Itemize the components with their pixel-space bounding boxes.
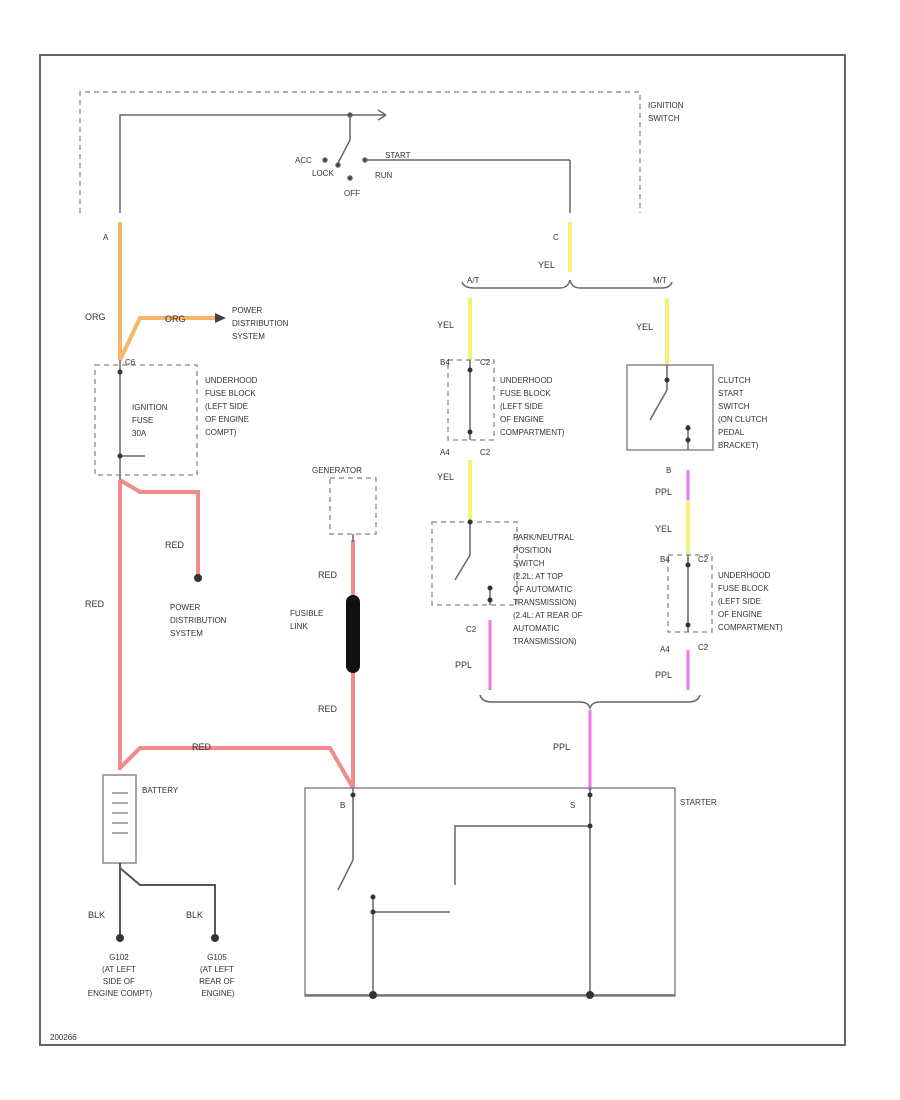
generator-label: GENERATOR — [312, 466, 362, 475]
clutch-switch-box — [626, 364, 714, 451]
ufb-right-label: UNDERHOOD FUSE BLOCK (LEFT SIDE OF ENGIN… — [718, 571, 783, 632]
ignition-fuse-label: IGNITION FUSE 30A — [132, 403, 170, 438]
mt-label: M/T — [653, 276, 667, 285]
sw-acc-label: ACC — [295, 156, 312, 165]
starter-b-label: B — [340, 801, 345, 810]
starter-ground-left — [369, 991, 377, 999]
ground-g102 — [116, 934, 124, 942]
pnp-switch-label: PARK/NEUTRAL POSITION SWITCH (2.2L: AT T… — [513, 533, 585, 646]
pds-mid-label: POWER DISTRIBUTION SYSTEM — [170, 603, 229, 638]
sw-start-label: START — [385, 151, 411, 160]
fuse-block-left — [94, 364, 198, 476]
red-label-4: RED — [318, 704, 338, 714]
fusible-link-label: FUSIBLE LINK — [290, 609, 326, 631]
ppl-label-4: PPL — [553, 742, 570, 752]
yel-label-5: YEL — [655, 524, 672, 534]
b4-right-label: B4 — [660, 555, 670, 564]
red-label-1: RED — [165, 540, 185, 550]
starter-internals — [305, 788, 675, 996]
red-wire — [118, 478, 355, 789]
starter-label: STARTER — [680, 798, 717, 807]
b4-left-label: B4 — [440, 358, 450, 367]
sw-run-label: RUN — [375, 171, 393, 180]
terminal-b-label: B — [666, 466, 671, 475]
fuse-block-right — [667, 554, 713, 633]
blk-label-1: BLK — [88, 910, 105, 920]
ppl-label-2: PPL — [655, 670, 672, 680]
org-label-1: ORG — [85, 312, 106, 322]
diagram-code: 200266 — [50, 1033, 77, 1042]
arrow-to-pds — [215, 313, 226, 323]
at-label: A/T — [467, 276, 480, 285]
merge-brace — [479, 694, 701, 711]
c2-right-label-1: C2 — [698, 555, 709, 564]
ignition-switch — [119, 109, 571, 213]
yel-label-3: YEL — [636, 322, 653, 332]
ground-g105 — [211, 934, 219, 942]
pnp-switch-box — [431, 521, 518, 606]
battery — [102, 774, 137, 864]
blk-label-2: BLK — [186, 910, 203, 920]
generator-box — [329, 477, 377, 535]
ignition-switch-box — [79, 91, 641, 213]
ppl-label-3: PPL — [455, 660, 472, 670]
red-label-5: RED — [192, 742, 212, 752]
org-label-2: ORG — [165, 314, 186, 324]
sw-off-label: OFF — [344, 189, 360, 198]
branch-brace — [461, 279, 673, 289]
starter-ground-right — [586, 991, 594, 999]
red-label-2: RED — [85, 599, 105, 609]
battery-label: BATTERY — [142, 786, 179, 795]
a4-right-label: A4 — [660, 645, 670, 654]
yel-label-4: YEL — [437, 472, 454, 482]
starter-s-label: S — [570, 801, 575, 810]
ignition-switch-label: IGNITION SWITCH — [648, 101, 686, 123]
yel-label-1: YEL — [538, 260, 555, 270]
sw-lock-label: LOCK — [312, 169, 334, 178]
c2-left-label-1: C2 — [480, 358, 491, 367]
fusible-link — [346, 595, 360, 673]
g102-label: G102 (AT LEFT SIDE OF ENGINE COMPT) — [88, 953, 153, 998]
ufb-left-label: UNDERHOOD FUSE BLOCK (LEFT SIDE OF ENGIN… — [205, 376, 260, 437]
pds-top-label: POWER DISTRIBUTION SYSTEM — [232, 306, 291, 341]
fuse-block-mid — [447, 359, 495, 441]
c2-pnp-label: C2 — [466, 625, 477, 634]
clutch-switch-label: CLUTCH START SWITCH (ON CLUTCH PEDAL BRA… — [718, 376, 770, 450]
starter-box — [304, 787, 676, 997]
org-wire — [118, 222, 215, 361]
terminal-c-label: C — [553, 233, 559, 242]
blk-wires — [119, 863, 216, 935]
red-label-3: RED — [318, 570, 338, 580]
yel-label-2: YEL — [437, 320, 454, 330]
g105-label: G105 (AT LEFT REAR OF ENGINE) — [199, 953, 237, 998]
ufb-mid-label: UNDERHOOD FUSE BLOCK (LEFT SIDE OF ENGIN… — [500, 376, 565, 437]
diagram-frame — [39, 54, 846, 1046]
ppl-label-1: PPL — [655, 487, 672, 497]
c2-left-label-2: C2 — [480, 448, 491, 457]
c2-right-label-2: C2 — [698, 643, 709, 652]
splice — [194, 574, 202, 582]
a4-left-label: A4 — [440, 448, 450, 457]
c6-label: C6 — [125, 358, 136, 367]
terminal-a-label: A — [103, 233, 109, 242]
